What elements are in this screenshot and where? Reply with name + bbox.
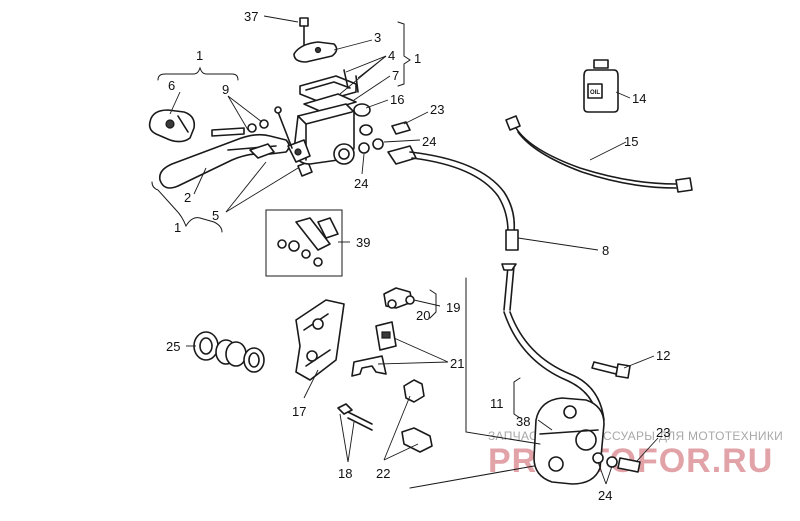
reservoir-seal [353,103,371,117]
master-cylinder [274,17,359,165]
bracket-11 [513,377,521,419]
piston-kit [265,209,343,277]
callout-labels: 37 3 4 1 7 16 23 24 24 1 6 9 2 5 1 8 15 … [166,9,670,503]
callout-25: 25 [166,339,180,354]
lever-pivot-part [148,109,196,143]
bracket-1-top [157,66,239,81]
callout-16: 16 [390,92,404,107]
callout-12: 12 [656,348,670,363]
callout-19: 19 [446,300,460,315]
caliper-bracket [295,299,345,381]
callout-23-top: 23 [430,102,444,117]
callout-39: 39 [356,235,370,250]
callout-15: 15 [624,134,638,149]
brake-hose [387,145,605,421]
callout-17: 17 [292,404,306,419]
banjo-fittings-top [358,121,411,154]
banjo-fittings-bottom [592,452,641,473]
lever-adjuster [249,143,313,177]
leader-lines [169,15,659,485]
callout-21: 21 [450,356,464,371]
watermark: ЗАПЧАСТИ И АКСЕССУАРЫ ДЛЯ МОТОТЕХНИКИ PR… [488,429,783,480]
bracket-1-right [397,21,411,87]
callout-7: 7 [392,68,399,83]
callout-11: 11 [490,396,504,411]
callout-5: 5 [212,208,219,223]
callout-9: 9 [222,82,229,97]
bracket-19 [429,289,437,319]
bottle-label: OIL [590,90,600,96]
callout-20: 20 [416,308,430,323]
brake-caliper [533,397,605,485]
caliper-pins [337,403,373,431]
watermark-caption: ЗАПЧАСТИ И АКСЕССУАРЫ ДЛЯ МОТОТЕХНИКИ [488,429,783,443]
callout-23-bottom: 23 [656,425,670,440]
assembly-guide-line [465,277,541,445]
brake-pads [351,321,397,377]
assembly-guide-line-lower [409,465,535,489]
brake-lever [158,133,290,189]
callout-2: 2 [184,190,191,205]
callout-37: 37 [244,9,258,24]
bleed-screw [383,287,415,309]
callout-24-top: 24 [422,134,436,149]
callout-1-bottom: 1 [174,220,181,235]
brake-light-switch-cable [505,115,693,193]
lever-pin-bolt [211,119,269,137]
callout-8: 8 [602,243,609,258]
callout-24-bottom: 24 [598,488,612,503]
callout-14: 14 [632,91,646,106]
callout-3: 3 [374,30,381,45]
bracket-1-bottom [151,181,223,233]
callout-1-right: 1 [414,51,421,66]
caliper-bolt [591,361,631,379]
callout-24-mid: 24 [354,176,368,191]
brake-fluid-bottle: OIL [583,59,619,113]
callout-18: 18 [338,466,352,481]
callout-22: 22 [376,466,390,481]
callout-38: 38 [516,414,530,429]
callout-1-top: 1 [196,48,203,63]
guide-bushes [401,379,433,453]
callout-6: 6 [168,78,175,93]
callout-4: 4 [388,48,395,63]
piston-seal-set [193,331,265,373]
